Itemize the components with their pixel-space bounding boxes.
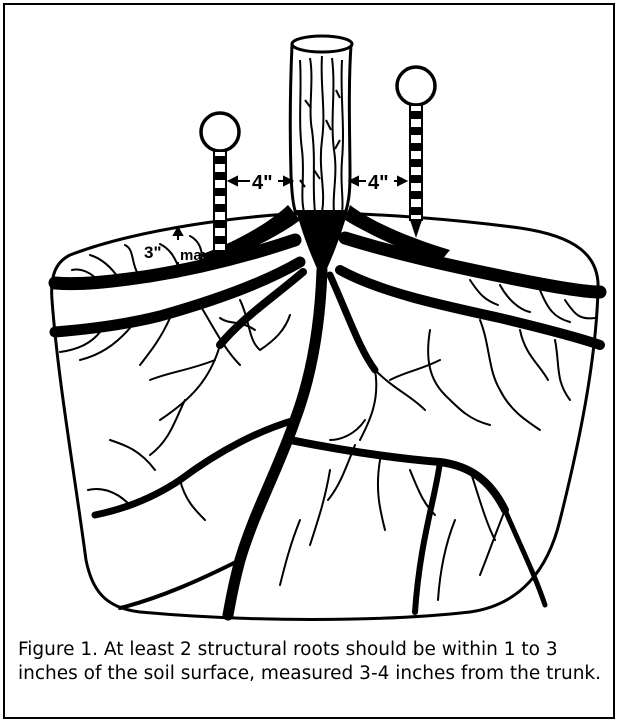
right-distance-label: 4" bbox=[368, 172, 389, 194]
left-distance-label: 4" bbox=[252, 172, 273, 194]
depth-value-label: 3" bbox=[144, 243, 162, 262]
fine-roots bbox=[60, 236, 595, 600]
structural-roots bbox=[55, 238, 600, 615]
depth-max-label: max bbox=[180, 247, 211, 264]
figure-caption: Figure 1. At least 2 structural roots sh… bbox=[18, 638, 608, 686]
right-probe bbox=[397, 67, 435, 238]
